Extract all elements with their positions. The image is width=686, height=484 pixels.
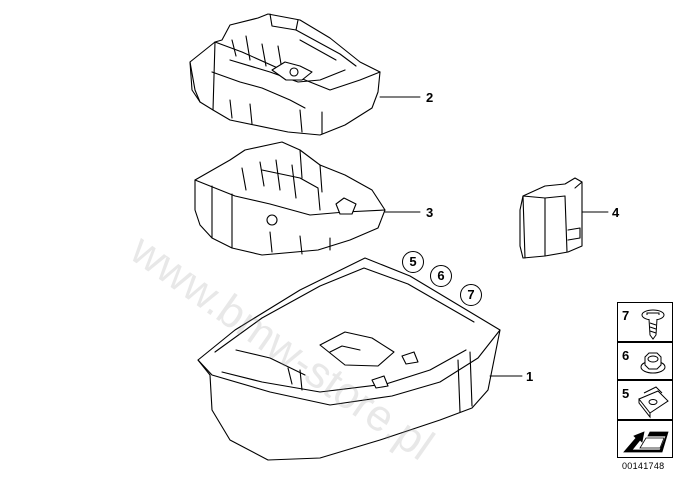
legend-number: 5 [622,386,630,401]
document-code: 00141748 [622,461,665,471]
circled-callout-5: 5 [402,251,424,273]
legend-item-7: 7 [617,302,673,342]
circled-callout-7: 7 [460,284,482,306]
legend-number: 6 [622,348,630,363]
direction-arrow-icon [623,431,669,453]
legend-number: 7 [622,308,630,323]
screw-with-washer-icon [641,309,665,340]
part-1-luggage-tray [197,257,501,461]
callout-1: 1 [526,369,534,384]
part-2-upper-foam-tray [189,13,381,136]
part-3-lower-foam-tray [194,141,386,256]
callout-2: 2 [426,90,434,105]
part-4-bracket [519,177,583,259]
callout-4: 4 [612,205,620,220]
leader-lines [379,96,609,377]
hex-nut-icon [640,352,666,374]
legend-item-arrow [617,420,673,458]
legend-item-6: 6 [617,342,673,380]
circled-callout-6: 6 [430,265,452,287]
callout-3: 3 [426,205,434,220]
clip-nut-icon [638,386,669,419]
legend-item-5: 5 [617,380,673,420]
